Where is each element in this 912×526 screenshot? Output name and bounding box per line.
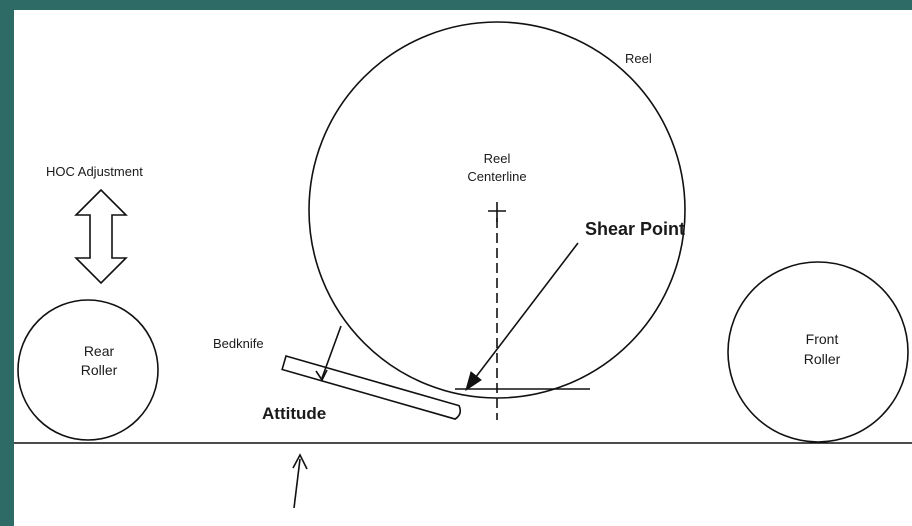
front-roller-label-line1: Front [806, 331, 839, 347]
shear-point-arrow [468, 242, 579, 387]
rear-roller-label-line1: Rear [84, 343, 115, 359]
rear-roller-label-line2: Roller [81, 362, 118, 378]
shear-point-arrowhead [465, 371, 482, 392]
bedknife-pointer-head [315, 369, 328, 382]
rear-roller-circle [17, 299, 159, 441]
hoc-double-arrow-icon [74, 188, 128, 285]
bedknife-shape [281, 355, 462, 420]
bedknife-label: Bedknife [213, 336, 264, 351]
attitude-arrow [293, 458, 301, 509]
attitude-arrowhead [292, 453, 308, 470]
hoc-adjustment-label: HOC Adjustment [46, 164, 143, 179]
reel-centerline-label-line2: Centerline [467, 169, 526, 184]
reel-label: Reel [625, 51, 652, 66]
attitude-label: Attitude [262, 404, 326, 423]
front-roller-label-line2: Roller [804, 351, 841, 367]
reel-centerline-label-line1: Reel [484, 151, 511, 166]
shear-point-label: Shear Point [585, 219, 685, 239]
bedknife-pointer [321, 325, 342, 379]
diagram-paper [14, 10, 912, 526]
front-roller-circle [727, 261, 909, 443]
